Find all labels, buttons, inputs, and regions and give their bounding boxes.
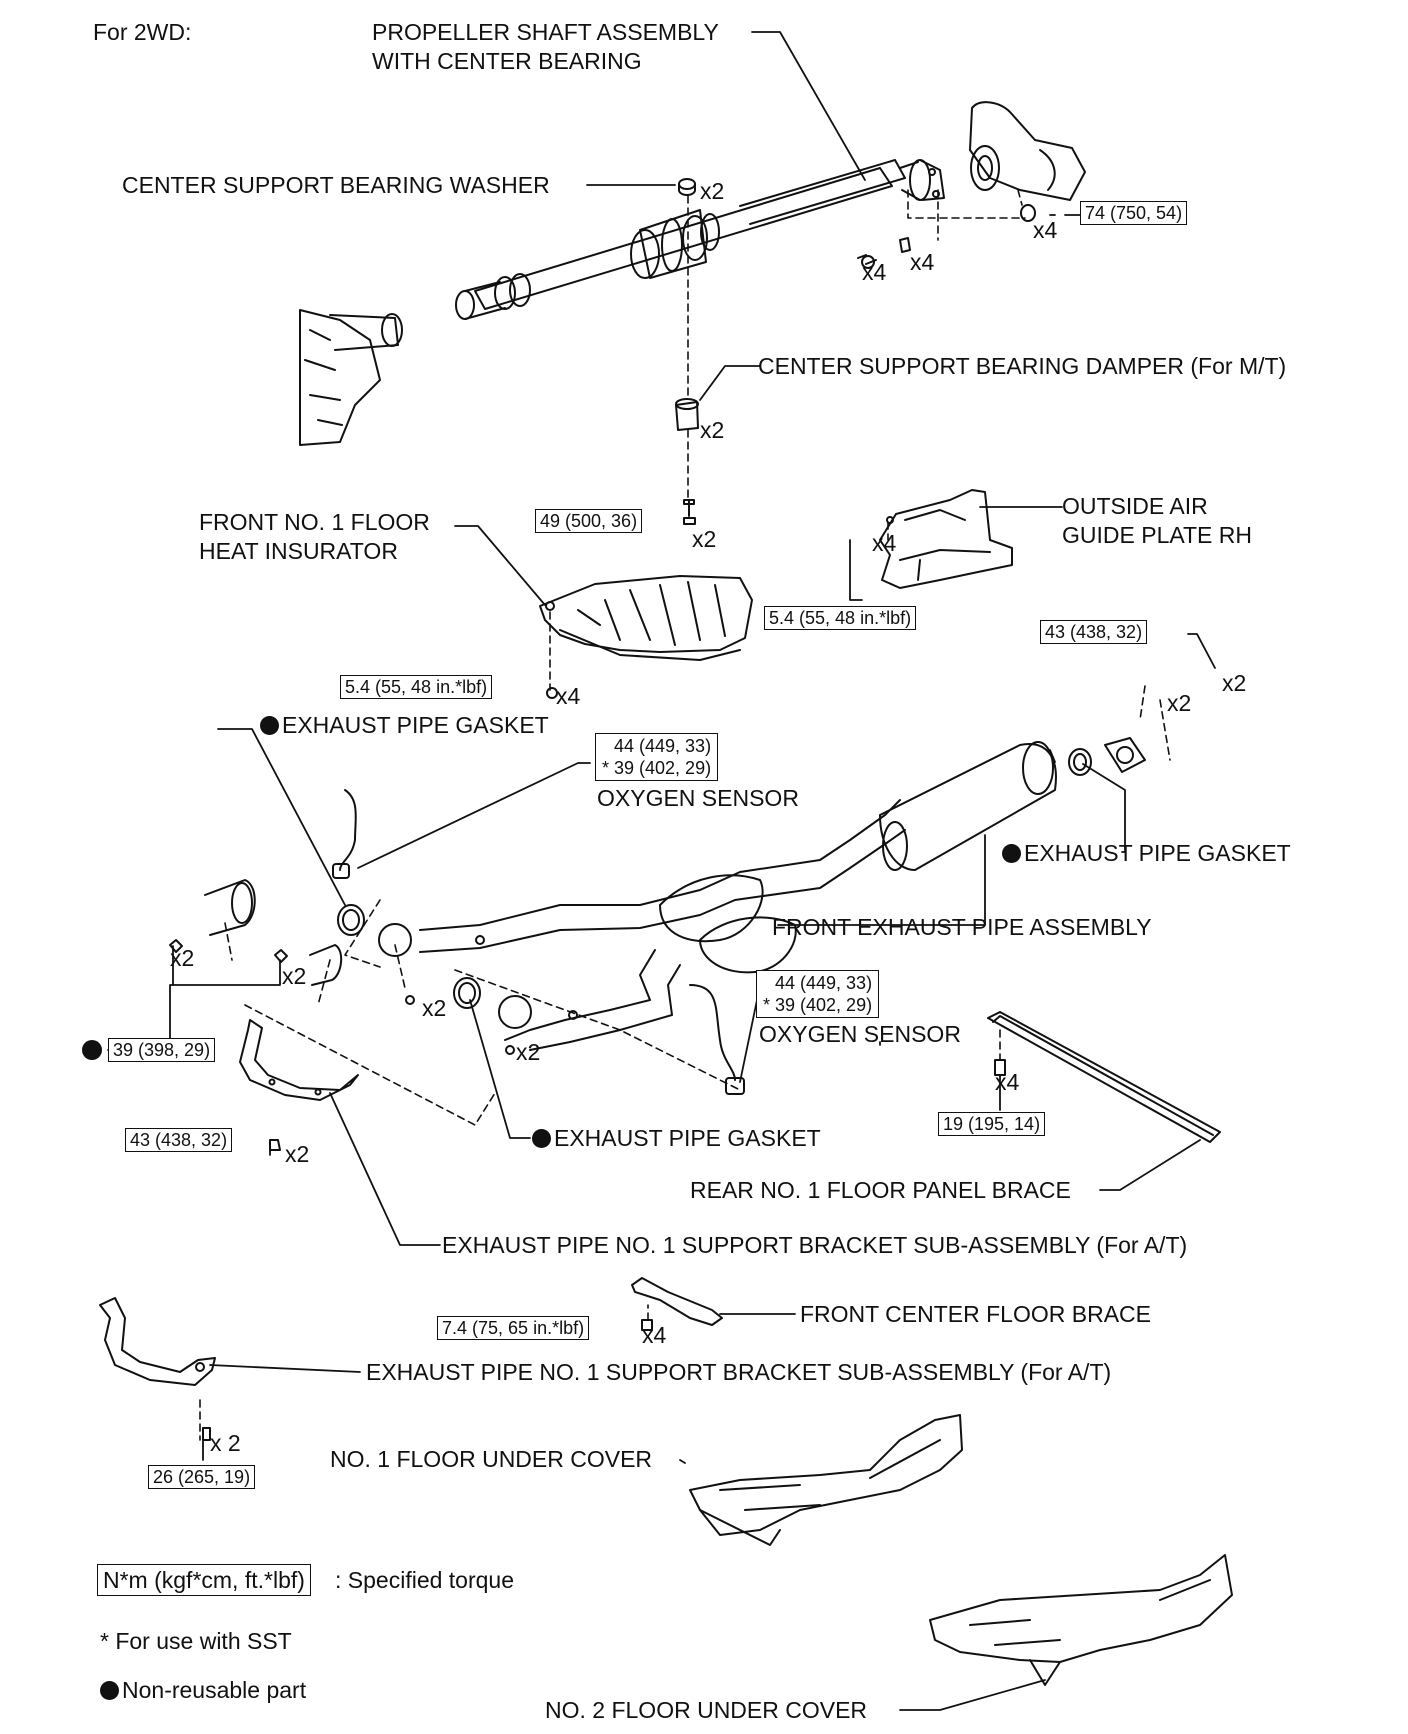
label-center-support-bearing-washer: CENTER SUPPORT BEARING WASHER: [122, 172, 550, 198]
qty-mid-b: x2: [516, 1039, 541, 1065]
oxygen-sensor-drawings: [332, 789, 745, 1095]
torque-43-bracket: 43 (438, 32): [125, 1128, 233, 1152]
front-center-brace-drawing: [631, 1277, 723, 1331]
floor-under-cover-2-drawing: [929, 1554, 1233, 1686]
label-floor-under-cover-1: NO. 1 FLOOR UNDER COVER: [330, 1446, 653, 1472]
qty-insulator: x4: [556, 683, 581, 709]
support-bracket-1-drawing: [239, 1019, 359, 1151]
torque-o2a-line1: 44 (449, 33): [614, 736, 712, 756]
qty-bolt-49: x2: [692, 526, 717, 552]
gasket-drawings: [337, 737, 1146, 1009]
torque-74: 74 (750, 54): [1080, 201, 1188, 225]
qty-air-guide: x4: [872, 530, 897, 556]
legend-sst-note: * For use with SST: [100, 1628, 292, 1654]
label-front-center-floor-brace: FRONT CENTER FLOOR BRACE: [800, 1301, 1151, 1327]
torque-oxygen-sensor-1: 44 (449, 33) * 39 (402, 29): [595, 733, 719, 781]
air-guide-plate-drawing: [879, 489, 1013, 589]
label-propeller-shaft-line1: PROPELLER SHAFT ASSEMBLY: [372, 19, 719, 45]
qty-brace-bolt: x4: [995, 1069, 1020, 1095]
qty-rear-bolt: x2: [1222, 670, 1247, 696]
qty-left-b: x2: [282, 963, 307, 989]
torque-43-rear: 43 (438, 32): [1040, 620, 1148, 644]
qty-support-bracket-2: x 2: [210, 1430, 241, 1456]
label-heat-insulator-line1: FRONT NO. 1 FLOOR: [199, 509, 430, 535]
legend-specified-torque: : Specified torque: [335, 1567, 515, 1593]
label-heat-insulator-line2: HEAT INSURATOR: [199, 538, 398, 564]
qty-front-center-brace: x4: [642, 1322, 667, 1348]
label-air-guide-line2: GUIDE PLATE RH: [1062, 522, 1252, 548]
label-rear-floor-panel-brace: REAR NO. 1 FLOOR PANEL BRACE: [690, 1177, 1071, 1203]
support-bracket-2-drawing: [99, 1297, 216, 1441]
torque-7-4: 7.4 (75, 65 in.*lbf): [437, 1316, 590, 1340]
qty-nut: x4: [1033, 217, 1058, 243]
solid-leaders: [107, 31, 1216, 1711]
label-front-exhaust-pipe-assembly: FRONT EXHAUST PIPE ASSEMBLY: [772, 914, 1152, 940]
center-bearing-parts: [675, 178, 1036, 525]
label-support-bracket-2: EXHAUST PIPE NO. 1 SUPPORT BRACKET SUB-A…: [366, 1359, 1112, 1385]
torque-o2a-line2: * 39 (402, 29): [602, 758, 712, 778]
non-reusable-marker: [82, 1040, 102, 1060]
qty-washer: x2: [700, 178, 725, 204]
variant-label: For 2WD:: [93, 19, 192, 45]
label-exhaust-pipe-gasket-3: EXHAUST PIPE GASKET: [532, 1124, 821, 1152]
propeller-shaft-drawing: [455, 159, 945, 320]
qty-spring-bolt: x2: [1167, 690, 1192, 716]
label-air-guide-line1: OUTSIDE AIR: [1062, 493, 1208, 519]
exhaust-pipe-drawing: [378, 741, 1057, 1051]
torque-26: 26 (265, 19): [148, 1465, 256, 1489]
qty-left-a: x2: [170, 945, 195, 971]
torque-39: 39 (398, 29): [108, 1038, 216, 1062]
legend-non-reusable: Non-reusable part: [100, 1676, 306, 1704]
label-center-support-bearing-damper: CENTER SUPPORT BEARING DAMPER (For M/T): [758, 353, 1287, 379]
qty-shaft-bolt: x4: [862, 259, 887, 285]
qty-mid-a: x2: [422, 995, 447, 1021]
legend-torque-unit-box: N*m (kgf*cm, ft.*lbf): [97, 1564, 311, 1596]
label-oxygen-sensor-1: OXYGEN SENSOR: [597, 785, 799, 811]
heat-insulator-drawing: [539, 575, 753, 699]
transmission-drawing: [299, 309, 403, 446]
torque-5-4-air-guide: 5.4 (55, 48 in.*lbf): [764, 606, 917, 630]
pipe-ends-drawing: [169, 879, 515, 1055]
differential-drawing: [969, 101, 1086, 201]
label-floor-under-cover-2: NO. 2 FLOOR UNDER COVER: [545, 1697, 868, 1723]
torque-5-4-insulator: 5.4 (55, 48 in.*lbf): [340, 675, 493, 699]
label-exhaust-pipe-gasket-1: EXHAUST PIPE GASKET: [260, 711, 549, 739]
torque-19: 19 (195, 14): [938, 1112, 1046, 1136]
label-propeller-shaft-line2: WITH CENTER BEARING: [372, 48, 642, 74]
qty-shaft-washer: x4: [910, 249, 935, 275]
label-oxygen-sensor-2: OXYGEN SENSOR: [759, 1021, 961, 1047]
qty-bracket-bolt: x2: [285, 1141, 310, 1167]
torque-oxygen-sensor-2: 44 (449, 33) * 39 (402, 29): [756, 970, 880, 1018]
qty-damper: x2: [700, 417, 725, 443]
torque-49: 49 (500, 36): [535, 509, 643, 533]
label-support-bracket-1: EXHAUST PIPE NO. 1 SUPPORT BRACKET SUB-A…: [442, 1232, 1188, 1258]
torque-o2b-line1: 44 (449, 33): [775, 973, 873, 993]
floor-under-cover-1-drawing: [689, 1414, 963, 1546]
torque-o2b-line2: * 39 (402, 29): [763, 995, 873, 1015]
rear-brace-drawing: [987, 1011, 1221, 1143]
label-exhaust-pipe-gasket-2: EXHAUST PIPE GASKET: [1002, 839, 1291, 867]
